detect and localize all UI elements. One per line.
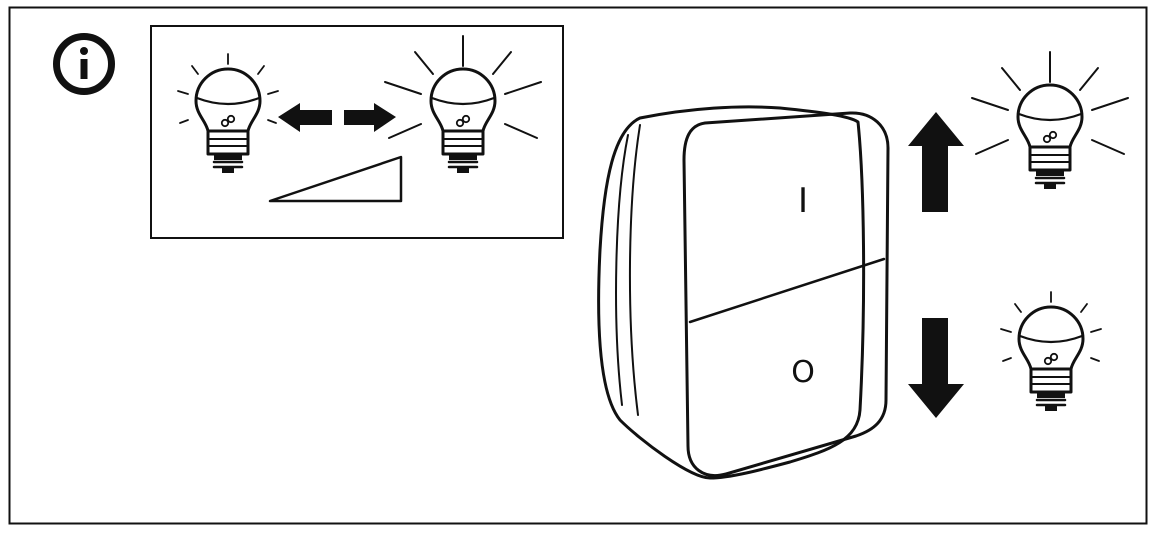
remote-back-shell <box>597 105 866 480</box>
light-bulb-icon <box>194 67 262 175</box>
dim-rays <box>1000 291 1102 362</box>
bulb-bright-result <box>971 51 1129 191</box>
dim-rays <box>177 53 279 124</box>
arrow-left-icon <box>278 103 332 132</box>
dim-bulb <box>177 53 279 175</box>
bright-bulb <box>384 35 542 175</box>
light-bulb-icon <box>429 67 497 175</box>
outer-frame <box>8 6 1148 525</box>
off-button-label[interactable]: O <box>791 355 815 390</box>
arrow-up-icon <box>908 112 964 212</box>
arrow-right-icon <box>344 103 396 132</box>
arrow-down-icon <box>908 318 964 418</box>
remote-button-divider <box>688 257 886 324</box>
light-bulb-icon <box>1017 305 1085 413</box>
on-button-label[interactable]: I <box>798 181 808 221</box>
bulb-dim-result <box>1000 291 1102 413</box>
light-bulb-icon <box>1016 83 1084 191</box>
remote-dimmer: I O <box>597 105 890 480</box>
info-circle-icon: i <box>53 33 115 95</box>
brightness-ramp-icon <box>268 155 403 203</box>
remote-front-face <box>682 111 890 477</box>
dimming-inset <box>150 25 564 239</box>
